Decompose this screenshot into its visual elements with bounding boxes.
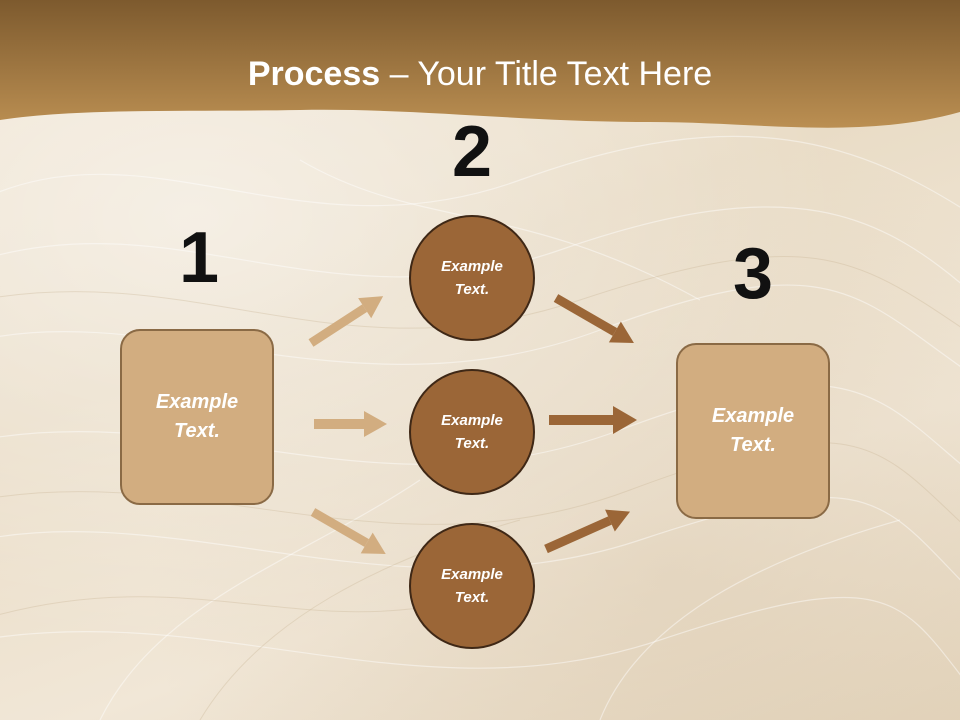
- process-circle-bottom[interactable]: Example Text.: [409, 523, 535, 649]
- circle-bottom-line2: Text.: [454, 589, 490, 606]
- arrow-left-to-top: [308, 296, 384, 347]
- process-circle-middle[interactable]: Example Text.: [409, 369, 535, 495]
- step-number-1: 1: [178, 218, 220, 298]
- light-arrows: [308, 296, 387, 554]
- right-box-line1: Example: [711, 405, 795, 427]
- arrow-left-to-bottom: [310, 508, 386, 554]
- title-rest: – Your Title Text Here: [380, 55, 713, 93]
- arrow-top-to-right: [553, 294, 634, 343]
- arrow-bottom-to-right: [544, 509, 631, 554]
- dark-arrows: [544, 294, 637, 554]
- process-circle-top[interactable]: Example Text.: [409, 215, 535, 341]
- circle-top-line2: Text.: [454, 281, 490, 298]
- circle-top-line1: Example: [441, 258, 503, 275]
- title-bold: Process: [247, 55, 381, 93]
- left-box-line2: Text.: [174, 420, 220, 442]
- step-number-2: 2: [451, 112, 493, 192]
- circle-bottom-text: Example Text.: [427, 563, 517, 609]
- left-box-text: Example Text.: [137, 388, 257, 446]
- right-box-text: Example Text.: [693, 402, 813, 460]
- left-box-line1: Example: [155, 391, 239, 413]
- arrow-left-to-middle: [314, 411, 387, 437]
- slide-title: Process – Your Title Text Here: [0, 52, 960, 96]
- left-process-box[interactable]: Example Text.: [120, 329, 274, 505]
- circle-bottom-line1: Example: [441, 566, 503, 583]
- circle-middle-line2: Text.: [454, 435, 490, 452]
- right-process-box[interactable]: Example Text.: [676, 343, 830, 519]
- circle-middle-line1: Example: [441, 412, 503, 429]
- right-box-line2: Text.: [730, 434, 776, 456]
- circle-top-text: Example Text.: [427, 255, 517, 301]
- header-band: [0, 0, 960, 128]
- step-number-3: 3: [732, 234, 774, 314]
- arrow-middle-to-right: [549, 406, 637, 434]
- circle-middle-text: Example Text.: [427, 409, 517, 455]
